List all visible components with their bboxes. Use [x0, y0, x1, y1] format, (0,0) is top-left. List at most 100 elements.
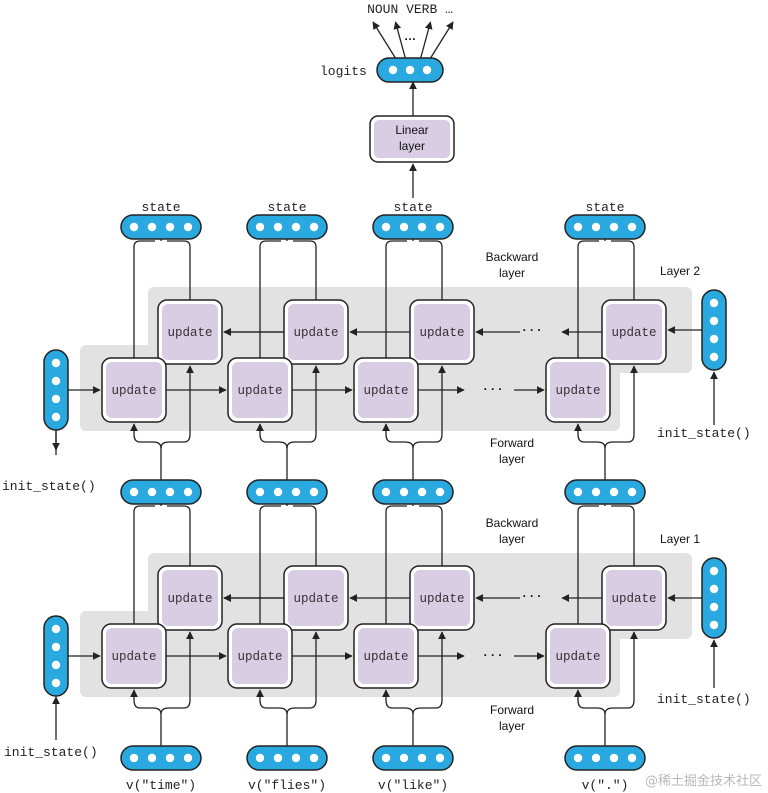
layer1-backward-label-line1: Backward	[486, 516, 539, 530]
layer2-backward-update-1: update	[157, 299, 223, 365]
layer1-backward-label-line2: layer	[499, 532, 525, 546]
vector-cell	[147, 222, 157, 232]
input-label-like: v("like")	[378, 778, 448, 793]
layer2-input-to-forward	[574, 423, 606, 480]
layer2-backward-output-line	[293, 240, 317, 300]
vector-cell	[165, 487, 175, 497]
input-label-period: v(".")	[582, 778, 629, 793]
vector-cell	[183, 487, 193, 497]
layer1-output-vector-2	[246, 479, 328, 505]
layer1-backward-update-2: update	[283, 565, 349, 631]
layer2-state-vector-2	[246, 214, 328, 240]
vector-cell	[51, 660, 61, 670]
vector-cell	[51, 376, 61, 386]
layer1-backward-output-line	[167, 505, 191, 566]
layer2-forward-update-2: update	[227, 357, 293, 423]
layer1-input-to-backward	[412, 631, 446, 715]
update-node-inner	[288, 570, 344, 626]
layer1-output-vector-3	[372, 479, 454, 505]
vector-cell	[573, 222, 583, 232]
state-label-2: state	[267, 200, 306, 215]
linear-layer-label-line2: layer	[399, 139, 425, 153]
layer2-input-to-forward	[130, 423, 162, 480]
vector-cell	[51, 358, 61, 368]
vector-cell	[129, 222, 139, 232]
layer2-name: Layer 2	[660, 264, 700, 278]
layer1-forward-update-1: update	[101, 623, 167, 689]
output-fan-arrow-3	[420, 21, 433, 59]
layer1-input-to-backward	[604, 631, 638, 715]
update-node-inner	[414, 570, 470, 626]
layer1-output-vector-4	[564, 479, 646, 505]
layer1-forward-init-label: init_state()	[4, 745, 98, 760]
layer1-input-to-forward	[130, 689, 162, 746]
vector-outline	[43, 615, 69, 697]
vector-cell	[709, 584, 719, 594]
layer2-backward-label-line2: layer	[499, 266, 525, 280]
vector-cell	[165, 222, 175, 232]
vector-cell	[273, 487, 283, 497]
vector-outline	[372, 214, 454, 240]
update-node-inner	[414, 304, 470, 360]
layer1-forward-update-4: update	[545, 623, 611, 689]
vector-cell	[417, 487, 427, 497]
vector-cell	[417, 753, 427, 763]
layer1-forward-init-vector	[43, 615, 69, 697]
layer2-backward-update-4: update	[601, 299, 667, 365]
layer2-forward-init-vector	[43, 349, 69, 431]
layer1-forward-label-line1: Forward	[490, 703, 534, 717]
vector-outline	[701, 289, 727, 371]
layer2-input-to-backward	[604, 365, 638, 449]
vector-cell	[388, 65, 398, 75]
update-node-label: update	[419, 326, 464, 340]
vector-cell	[273, 222, 283, 232]
vector-outline	[564, 214, 646, 240]
update-node-label: update	[237, 384, 282, 398]
linear-layer-label-line1: Linear	[395, 123, 428, 137]
vector-cell	[147, 487, 157, 497]
layer1-backward-update-1: update	[157, 565, 223, 631]
update-node-label: update	[363, 384, 408, 398]
vector-cell	[291, 753, 301, 763]
vector-cell	[709, 298, 719, 308]
layer1-forward-dots: · · ·	[484, 648, 503, 662]
vector-cell	[609, 753, 619, 763]
layer2-state-vector-1	[120, 214, 202, 240]
vector-cell	[422, 65, 432, 75]
layer1-forward-update-3: update	[353, 623, 419, 689]
layer2-backward-update-2: update	[283, 299, 349, 365]
layer2-backward-output-line	[611, 240, 635, 300]
vector-cell	[709, 334, 719, 344]
input-embedding-vector-1	[120, 745, 202, 771]
update-node-label: update	[363, 650, 408, 664]
layer2-forward-update-1: update	[101, 357, 167, 423]
vector-cell	[573, 487, 583, 497]
layer1-backward-output-line	[611, 505, 635, 566]
vector-outline	[372, 745, 454, 771]
vector-cell	[309, 753, 319, 763]
vector-cell	[51, 624, 61, 634]
vector-cell	[255, 753, 265, 763]
vector-cell	[627, 753, 637, 763]
layer1-backward-output-line	[293, 505, 317, 566]
layer2-backward-update-3: update	[409, 299, 475, 365]
layer1-forward-output-line	[385, 505, 407, 624]
vector-cell	[51, 394, 61, 404]
vector-cell	[291, 487, 301, 497]
layer1-backward-dots: · · ·	[523, 589, 542, 603]
layer1-input-to-backward	[160, 631, 194, 715]
vector-cell	[51, 678, 61, 688]
vector-cell	[147, 753, 157, 763]
layer1-input-to-forward	[574, 689, 606, 746]
update-node-inner	[550, 362, 606, 418]
vector-cell	[291, 222, 301, 232]
logits-label: logits	[320, 64, 367, 79]
state-label-4: state	[585, 200, 624, 215]
layer2-backward-init-label: init_state()	[657, 426, 751, 441]
output-fan-arrow-4	[430, 21, 454, 59]
layer2-forward-label-line1: Forward	[490, 436, 534, 450]
layer2-forward-init-label: init_state()	[2, 479, 96, 494]
update-node-label: update	[293, 592, 338, 606]
update-node-inner	[232, 628, 288, 684]
vector-cell	[183, 753, 193, 763]
